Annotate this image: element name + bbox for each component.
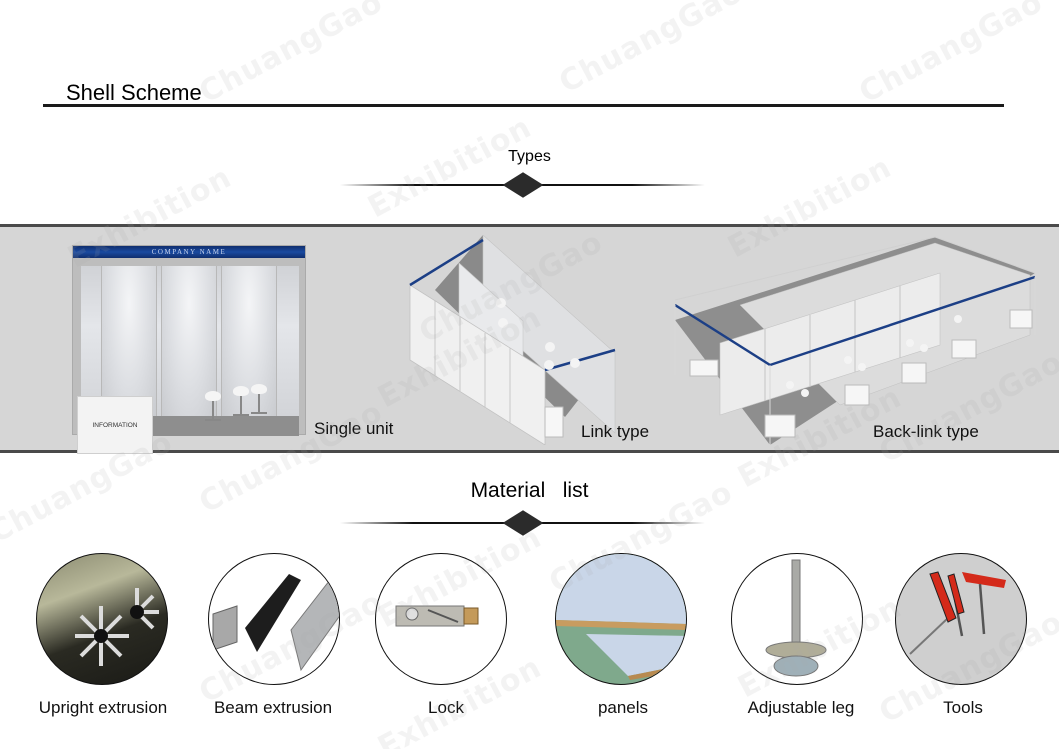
material-list-heading: Material list <box>470 479 589 502</box>
diamond-ornament-icon <box>502 172 543 198</box>
material-item-panels: panels <box>538 553 708 723</box>
material-item-adjustable-leg: Adjustable leg <box>716 553 886 723</box>
materials-list: Upright extrusion Beam extrusion Lock <box>0 553 1059 723</box>
lock-photo-icon <box>375 553 507 685</box>
back-link-type-label: Back-link type <box>873 422 979 441</box>
watermark-text: Exhibition <box>362 109 538 226</box>
diamond-ornament-icon <box>502 510 543 536</box>
adjustable-leg-photo-icon <box>731 553 863 685</box>
material-item-upright-extrusion: Upright extrusion <box>18 553 188 723</box>
back-link-booth-drawing <box>674 236 1036 445</box>
watermark-text: ChuangGao <box>853 0 1049 111</box>
wall-panel <box>101 266 157 416</box>
material-label: panels <box>597 698 649 717</box>
watermark-text: ChuangGao <box>193 0 389 111</box>
material-item-tools: Tools <box>878 553 1048 723</box>
types-divider <box>340 172 705 198</box>
tools-photo-icon <box>895 553 1027 685</box>
material-label: Adjustable leg <box>747 698 855 717</box>
page-title: Shell Scheme <box>66 80 202 105</box>
panels-photo-icon <box>555 553 687 685</box>
material-item-lock: Lock <box>361 553 531 723</box>
single-unit-illustration: COMPANY NAME INFORMATION <box>72 245 306 454</box>
single-unit-label: Single unit <box>314 419 394 438</box>
chair-icon <box>233 386 249 416</box>
information-counter: INFORMATION <box>77 396 153 454</box>
wall-panel <box>221 266 277 416</box>
beam-extrusion-photo-icon <box>208 553 340 685</box>
link-type-label: Link type <box>581 422 650 441</box>
materials-divider <box>340 510 705 536</box>
watermark-text: ChuangGao <box>553 0 749 101</box>
chair-icon <box>205 391 221 421</box>
material-item-beam-extrusion: Beam extrusion <box>188 553 358 723</box>
types-heading: Types <box>508 148 551 165</box>
material-label: Upright extrusion <box>38 698 168 717</box>
material-label: Lock <box>428 698 464 717</box>
title-underline <box>43 104 1004 107</box>
link-type-illustration <box>405 235 620 445</box>
company-name-fascia: COMPANY NAME <box>73 246 305 258</box>
back-link-type-illustration <box>670 235 1040 445</box>
types-band: COMPANY NAME INFORMATION Single unit <box>0 224 1059 454</box>
link-type-booth-drawing <box>409 235 616 445</box>
material-label: Tools <box>943 698 983 717</box>
material-label: Beam extrusion <box>213 698 333 717</box>
upright-extrusion-photo-icon <box>36 553 168 685</box>
chair-icon <box>251 384 267 414</box>
